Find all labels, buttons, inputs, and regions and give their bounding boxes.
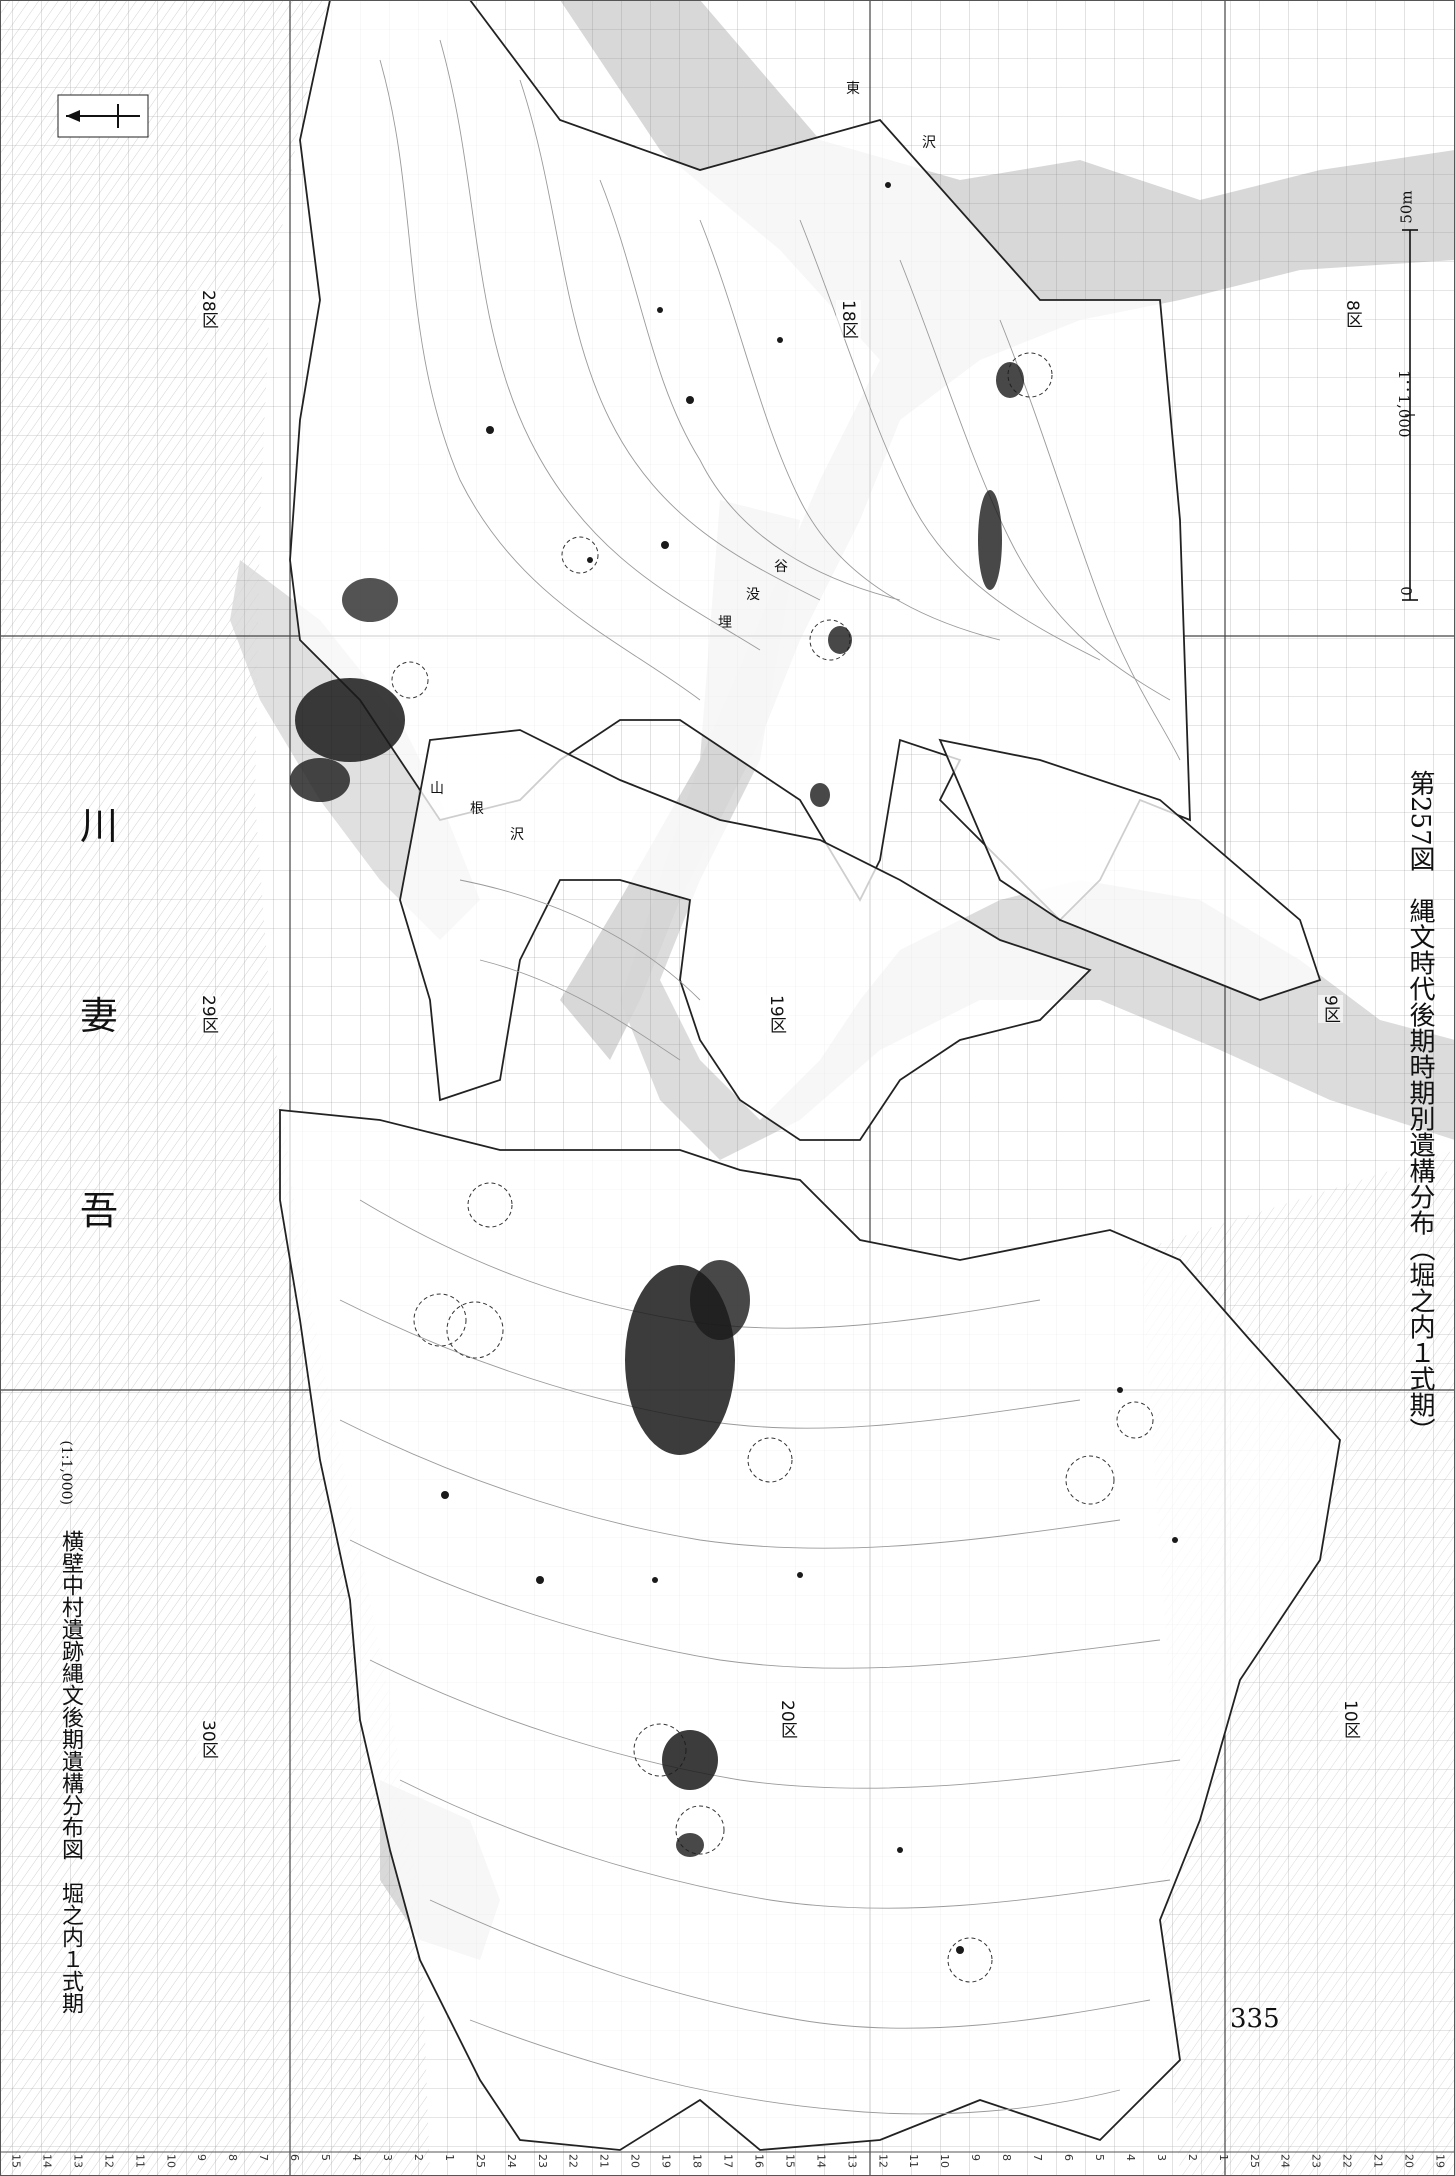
zone-label-8: 8区: [1340, 300, 1365, 328]
river-char-3: 川: [80, 804, 119, 848]
edge-number: 6: [288, 2154, 302, 2161]
edge-number: 4: [350, 2154, 363, 2161]
edge-number: 1: [1216, 2154, 1230, 2161]
edge-number: 21: [597, 2154, 611, 2168]
stream-east-char-1: 東: [846, 81, 860, 97]
edge-number: 2: [411, 2154, 425, 2161]
edge-number: 14: [40, 2154, 54, 2168]
edge-number: 12: [876, 2154, 890, 2168]
page-number: 335: [1230, 2004, 1280, 2034]
scale-ratio-label: 1：1,000: [1395, 370, 1413, 438]
edge-number: 14: [814, 2154, 828, 2168]
stream-east-char-2: 沢: [922, 135, 936, 151]
edge-number: 21: [1371, 2154, 1385, 2168]
stream-buried-char-3: 谷: [774, 559, 788, 575]
edge-number: 7: [1031, 2154, 1045, 2161]
edge-number: 17: [721, 2154, 735, 2168]
edge-number: 23: [1309, 2154, 1323, 2168]
edge-number: 25: [1247, 2154, 1261, 2168]
edge-number: 22: [566, 2154, 580, 2168]
header-title: 横壁中村遺跡縄文後期遺構分布図 堀之内１式期: [58, 1530, 83, 2014]
edge-number: 18: [690, 2154, 704, 2168]
edge-number: 24: [504, 2154, 518, 2168]
stream-buried-char-2: 没: [746, 587, 760, 603]
edge-number: 15: [783, 2154, 797, 2168]
header-scale-note: (1:1,000): [58, 1440, 74, 1505]
zone-18-outline: [289, 0, 1191, 922]
stream-yamane-char-1: 山: [430, 781, 444, 797]
stream-yamane-char-3: 沢: [510, 827, 524, 843]
edge-number: 5: [319, 2154, 333, 2161]
excavation-areas: [279, 0, 1341, 2151]
zone-19-outline: [399, 729, 1092, 1141]
zone-label-10: 10区: [1338, 1700, 1363, 1739]
edge-number: 10: [164, 2154, 178, 2168]
river-char-1: 吾: [80, 1189, 119, 1233]
edge-number: 25: [473, 2154, 487, 2168]
edge-number: 12: [102, 2154, 116, 2168]
zone-label-18: 18区: [836, 300, 861, 339]
zone-9-fragment: [938, 738, 1322, 1001]
edge-number: 6: [1062, 2154, 1076, 2161]
edge-number: 2: [1185, 2154, 1199, 2161]
edge-number: 20: [1402, 2154, 1416, 2168]
edge-number: 8: [1000, 2154, 1014, 2161]
edge-number: 3: [1154, 2154, 1168, 2161]
scale-end-label: 50m: [1397, 190, 1416, 224]
edge-number: 11: [907, 2154, 921, 2168]
zone-label-29: 29区: [196, 995, 221, 1034]
zone-label-19: 19区: [764, 995, 789, 1034]
edge-number: 24: [1278, 2154, 1292, 2168]
edge-number: 3: [380, 2154, 394, 2161]
scale-start-label: 0: [1397, 586, 1416, 596]
edge-number: 4: [1123, 2154, 1137, 2161]
north-arrow-icon: [57, 94, 149, 138]
stream-yamane-char-2: 根: [470, 801, 484, 817]
edge-number: 13: [71, 2154, 85, 2168]
artifact-clusters: [290, 182, 1178, 1954]
edge-number: 15: [9, 2154, 23, 2168]
zone-20-outline: [279, 1109, 1341, 2151]
scale-bar: [1402, 229, 1418, 601]
edge-number: 23: [535, 2154, 549, 2168]
edge-number: 7: [257, 2154, 271, 2161]
edge-number: 5: [1092, 2154, 1106, 2161]
edge-number: 1: [442, 2154, 456, 2161]
edge-number: 19: [1433, 2154, 1447, 2168]
edge-number: 9: [195, 2154, 209, 2161]
edge-number: 8: [226, 2154, 240, 2161]
zone-label-30: 30区: [196, 1720, 221, 1759]
edge-number: 9: [969, 2154, 983, 2161]
contour-lines: [339, 39, 1181, 2115]
edge-number: 16: [752, 2154, 766, 2168]
edge-number: 11: [133, 2154, 147, 2168]
edge-number: 13: [845, 2154, 859, 2168]
edge-number: 10: [938, 2154, 952, 2168]
figure-caption: 第257図 縄文時代後期時期別遺構分布（堀之内１式期）: [1405, 770, 1435, 1444]
edge-number: 19: [659, 2154, 673, 2168]
river-char-2: 妻: [80, 994, 119, 1038]
edge-number: 20: [628, 2154, 642, 2168]
zone-label-9: 9区: [1318, 995, 1343, 1023]
stream-buried-char-1: 埋: [718, 615, 732, 631]
zone-label-20: 20区: [775, 1700, 800, 1739]
zone-label-28: 28区: [196, 290, 221, 329]
edge-number: 22: [1340, 2154, 1354, 2168]
